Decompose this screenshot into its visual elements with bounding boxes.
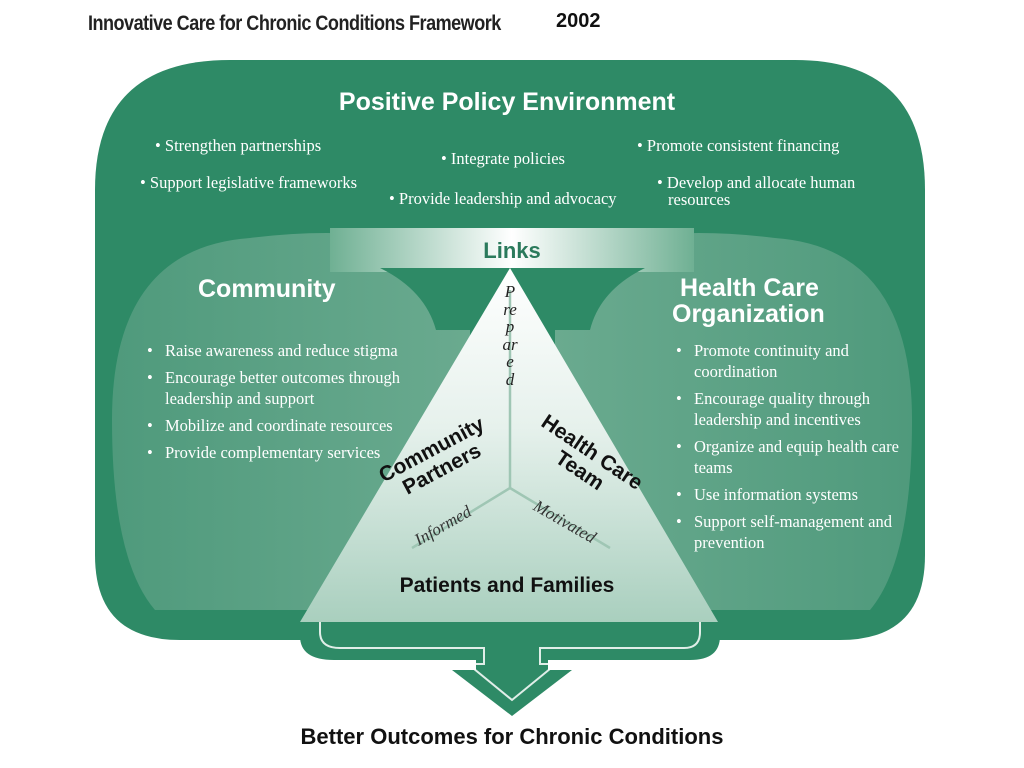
community-heading: Community — [198, 275, 336, 303]
patients-families-label: Patients and Families — [399, 574, 615, 597]
policy-item-3: • Integrate policies — [441, 149, 565, 168]
hco-item: Encourage quality through leadership and… — [674, 388, 899, 430]
hco-item: Support self-management and prevention — [674, 511, 899, 553]
year-label: 2002 — [556, 10, 601, 32]
policy-item-5: • Promote consistent financing — [637, 136, 840, 155]
community-item: Mobilize and coordinate resources — [145, 415, 415, 436]
policy-item-6-cont: resources — [668, 190, 731, 209]
policy-item-4: • Provide leadership and advocacy — [389, 189, 617, 208]
hco-item: Organize and equip health care teams — [674, 436, 899, 478]
hco-item: Use information systems — [674, 484, 899, 505]
hco-list: Promote continuity and coordination Enco… — [674, 340, 899, 559]
links-band — [330, 228, 694, 272]
community-item: Encourage better outcomes through leader… — [145, 367, 415, 409]
page-title: Innovative Care for Chronic Conditions F… — [88, 12, 501, 35]
links-label: Links — [483, 238, 541, 263]
outcome-arrow — [300, 612, 720, 716]
hco-item: Promote continuity and coordination — [674, 340, 899, 382]
hco-heading-line1: Health Care — [680, 274, 819, 302]
hco-heading-line2: Organization — [672, 300, 825, 328]
outcome-label: Better Outcomes for Chronic Conditions — [300, 724, 724, 749]
community-item: Raise awareness and reduce stigma — [145, 340, 415, 361]
community-list: Raise awareness and reduce stigma Encour… — [145, 340, 415, 469]
triangle-divider — [411, 290, 611, 550]
policy-item-2: • Support legislative frameworks — [140, 173, 358, 192]
policy-heading: Positive Policy Environment — [338, 88, 676, 116]
outcome-arrow-inner — [319, 617, 701, 702]
community-item: Provide complementary services — [145, 442, 415, 463]
policy-item-6: • Develop and allocate human — [657, 173, 856, 192]
prepared-label: Prepared — [502, 282, 518, 389]
policy-item-1: • Strengthen partnerships — [155, 136, 322, 155]
